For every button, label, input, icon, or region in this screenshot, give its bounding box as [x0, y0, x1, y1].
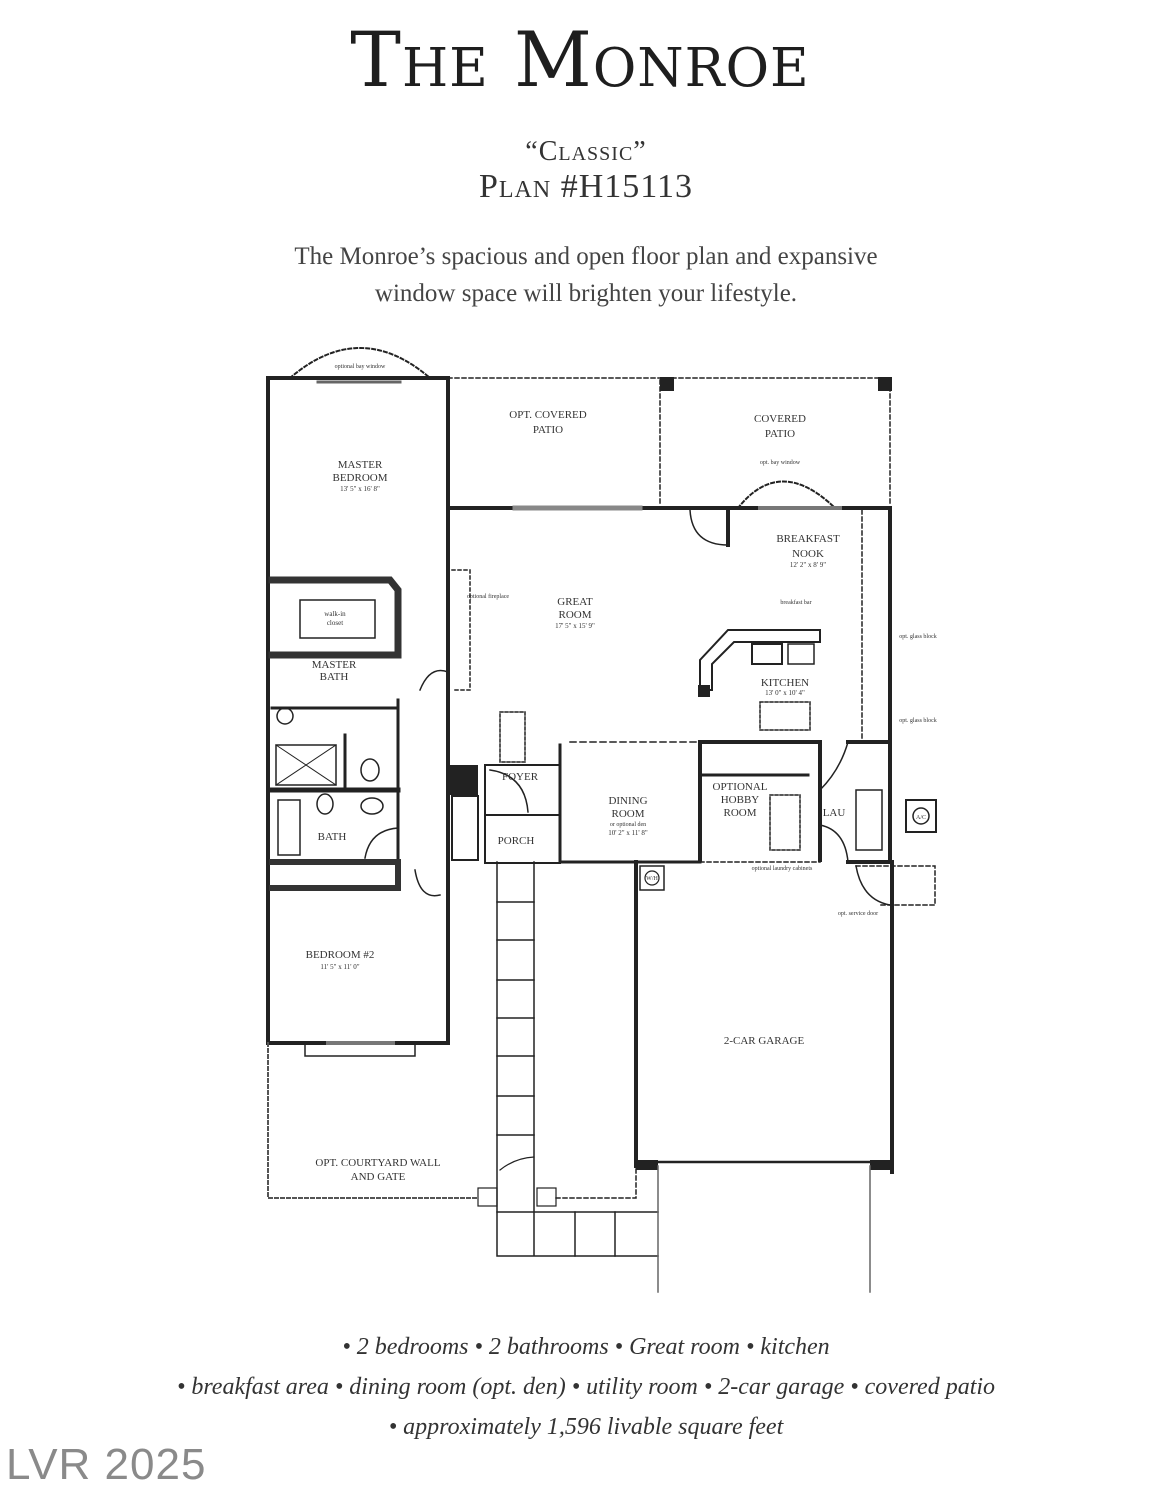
annotation-service-door: opt. service door — [838, 911, 878, 917]
ac-unit — [905, 799, 937, 833]
features-line-3: • approximately 1,596 livable square fee… — [388, 1414, 784, 1440]
annotation-breakfast-bar: breakfast bar — [780, 599, 811, 606]
label-porch: PORCH — [498, 835, 535, 847]
page-title: The Monroe — [350, 15, 810, 104]
label-laundry: LAU — [823, 807, 846, 819]
annotation-ac: A/C — [916, 815, 926, 821]
annotation-fireplace: optional fireplace — [467, 593, 509, 600]
label-bath: BATH — [318, 831, 347, 843]
watermark: LVR 2025 — [6, 1440, 207, 1489]
annotation-master-window: optional bay window — [335, 364, 386, 370]
description-line-1: The Monroe’s spacious and open floor pla… — [294, 243, 878, 270]
plan-description: The Monroe’s spacious and open floor pla… — [0, 238, 1160, 312]
description-line-2: window space will brighten your lifestyl… — [374, 280, 798, 307]
label-foyer: FOYER — [502, 771, 539, 783]
plan-style: “Classic” — [525, 136, 647, 167]
plan-number: Plan #H15113 — [478, 168, 694, 205]
annotation-glass-block-2: opt. glass block — [899, 718, 937, 724]
features-line-1: • 2 bedrooms • 2 bathrooms • Great room … — [342, 1334, 830, 1360]
patio-post — [660, 377, 674, 391]
label-garage: 2-CAR GARAGE — [724, 1035, 805, 1047]
patio-post — [878, 377, 892, 391]
master-bay-window — [288, 347, 432, 380]
features-line-2: • breakfast area • dining room (opt. den… — [176, 1374, 996, 1400]
annotation-patio-window: opt. bay window — [760, 460, 801, 466]
annotation-glass-block-1: opt. glass block — [899, 634, 937, 640]
annotation-water-heater: W/H — [646, 876, 658, 882]
annotation-hobby-cabinets: optional laundry cabinets — [752, 866, 813, 872]
